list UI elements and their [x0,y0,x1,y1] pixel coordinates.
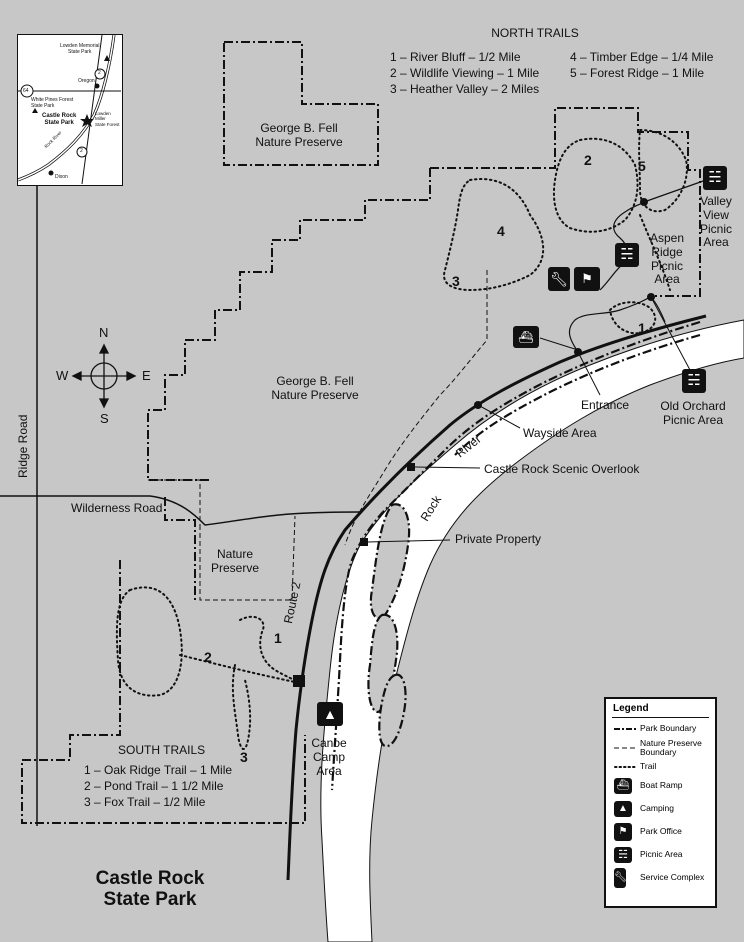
south-trail-number-2: 2 [204,649,212,665]
compass-south: S [100,411,109,426]
park-office-icon: ⚑ [614,822,632,841]
fell-north-boundary [223,41,379,166]
rock-river [320,319,744,942]
south-trails [115,586,301,750]
south-trail-1: 1 – Oak Ridge Trail – 1 Mile [84,762,233,777]
old-orchard-picnic-icon: ☵ [682,369,706,393]
map-legend: Legend Park Boundary Nature Preserve Bou… [604,697,717,908]
entrance-label: Entrance [581,398,630,412]
north-trail-2: 2 – Wildlife Viewing – 1 Mile [390,66,540,80]
north-trail-number-1: 1 [638,320,646,336]
south-trail-2: 2 – Pond Trail – 1 1/2 Mile [84,778,224,793]
aspen-ridge-picnic-icon: ☵ [615,243,639,267]
compass-east: E [142,368,151,383]
legend-camping: ▲ Camping [614,797,711,820]
wilderness-road [0,495,361,526]
park-boundary-main [21,107,701,824]
inset-route64-label: 64 [23,88,29,94]
service-roads [568,179,707,353]
park-office-icon: ⚑ [574,267,600,291]
boat-ramp-icon: ⛴ [513,326,539,348]
river-islands [367,503,411,748]
north-trails-list: NORTH TRAILS 1 – River Bluff – 1/2 Mile … [390,26,730,96]
south-trail-number-1: 1 [274,630,282,646]
legend-title: Legend [613,703,649,714]
north-trail-number-4: 4 [497,223,505,239]
south-trail-3: 3 – Fox Trail – 1/2 Mile [84,794,206,809]
wilderness-road-label: Wilderness Road [71,501,163,515]
wayside-label: Wayside Area [523,426,597,440]
park-boundary-river-west [454,333,701,456]
legend-boat-ramp: ⛴ Boat Ramp [614,774,711,797]
north-trails [443,128,688,335]
nature-preserve-boundary [148,270,488,601]
compass-north: N [99,325,109,340]
preserve-boundary-swatch [614,747,638,749]
route-2-road [286,314,707,881]
legend-service-complex: 🔧︎ Service Complex [614,866,711,889]
north-trail-number-3: 3 [452,273,460,289]
camping-icon: ▲ [317,702,343,726]
compass-west: W [56,368,69,383]
camping-icon: ▲ [614,800,632,817]
legend-park-boundary: Park Boundary [614,722,711,736]
inset-dixon-label: Dixon [55,174,68,180]
park-boundary-swatch [614,728,638,730]
north-trail-5: 5 – Forest Ridge – 1 Mile [570,66,705,80]
south-trails-heading: SOUTH TRAILS [118,743,206,757]
legend-trail: Trail [614,760,711,774]
north-trails-heading: NORTH TRAILS [491,26,579,40]
overlook-label: Castle Rock Scenic Overlook [484,462,640,476]
valley-view-picnic-icon: ☵ [703,166,727,190]
service-complex-icon: 🔧︎ [548,267,570,291]
north-trail-number-2: 2 [584,152,592,168]
north-trail-3: 3 – Heather Valley – 2 Miles [390,82,540,96]
compass-rose [71,343,137,409]
inset-map-drawing [18,35,121,184]
trail-swatch [614,766,638,768]
north-trail-number-5: 5 [638,158,646,174]
legend-park-office: ⚑ Park Office [614,820,711,843]
boat-ramp-icon: ⛴ [614,777,632,794]
south-trail-number-3: 3 [240,749,248,765]
ridge-road-label: Ridge Road [16,414,30,478]
north-trail-1: 1 – River Bluff – 1/2 Mile [390,50,521,64]
wrench-icon: 🔧︎ [614,867,627,888]
legend-picnic-area: ☵ Picnic Area [614,843,711,866]
inset-oregon-label: Oregon [78,78,95,84]
park-boundary-river [330,320,701,791]
south-trails-list: SOUTH TRAILS 1 – Oak Ridge Trail – 1 Mil… [84,743,233,810]
private-property-label: Private Property [455,532,542,546]
inset-route2b-label: 2 [80,148,83,154]
north-trail-4: 4 – Timber Edge – 1/4 Mile [570,50,714,64]
inset-route2a-label: 2 [98,70,101,76]
legend-nature-preserve: Nature Preserve Boundary [614,736,711,760]
picnic-icon: ☵ [614,846,632,863]
leader-lines [367,296,691,543]
